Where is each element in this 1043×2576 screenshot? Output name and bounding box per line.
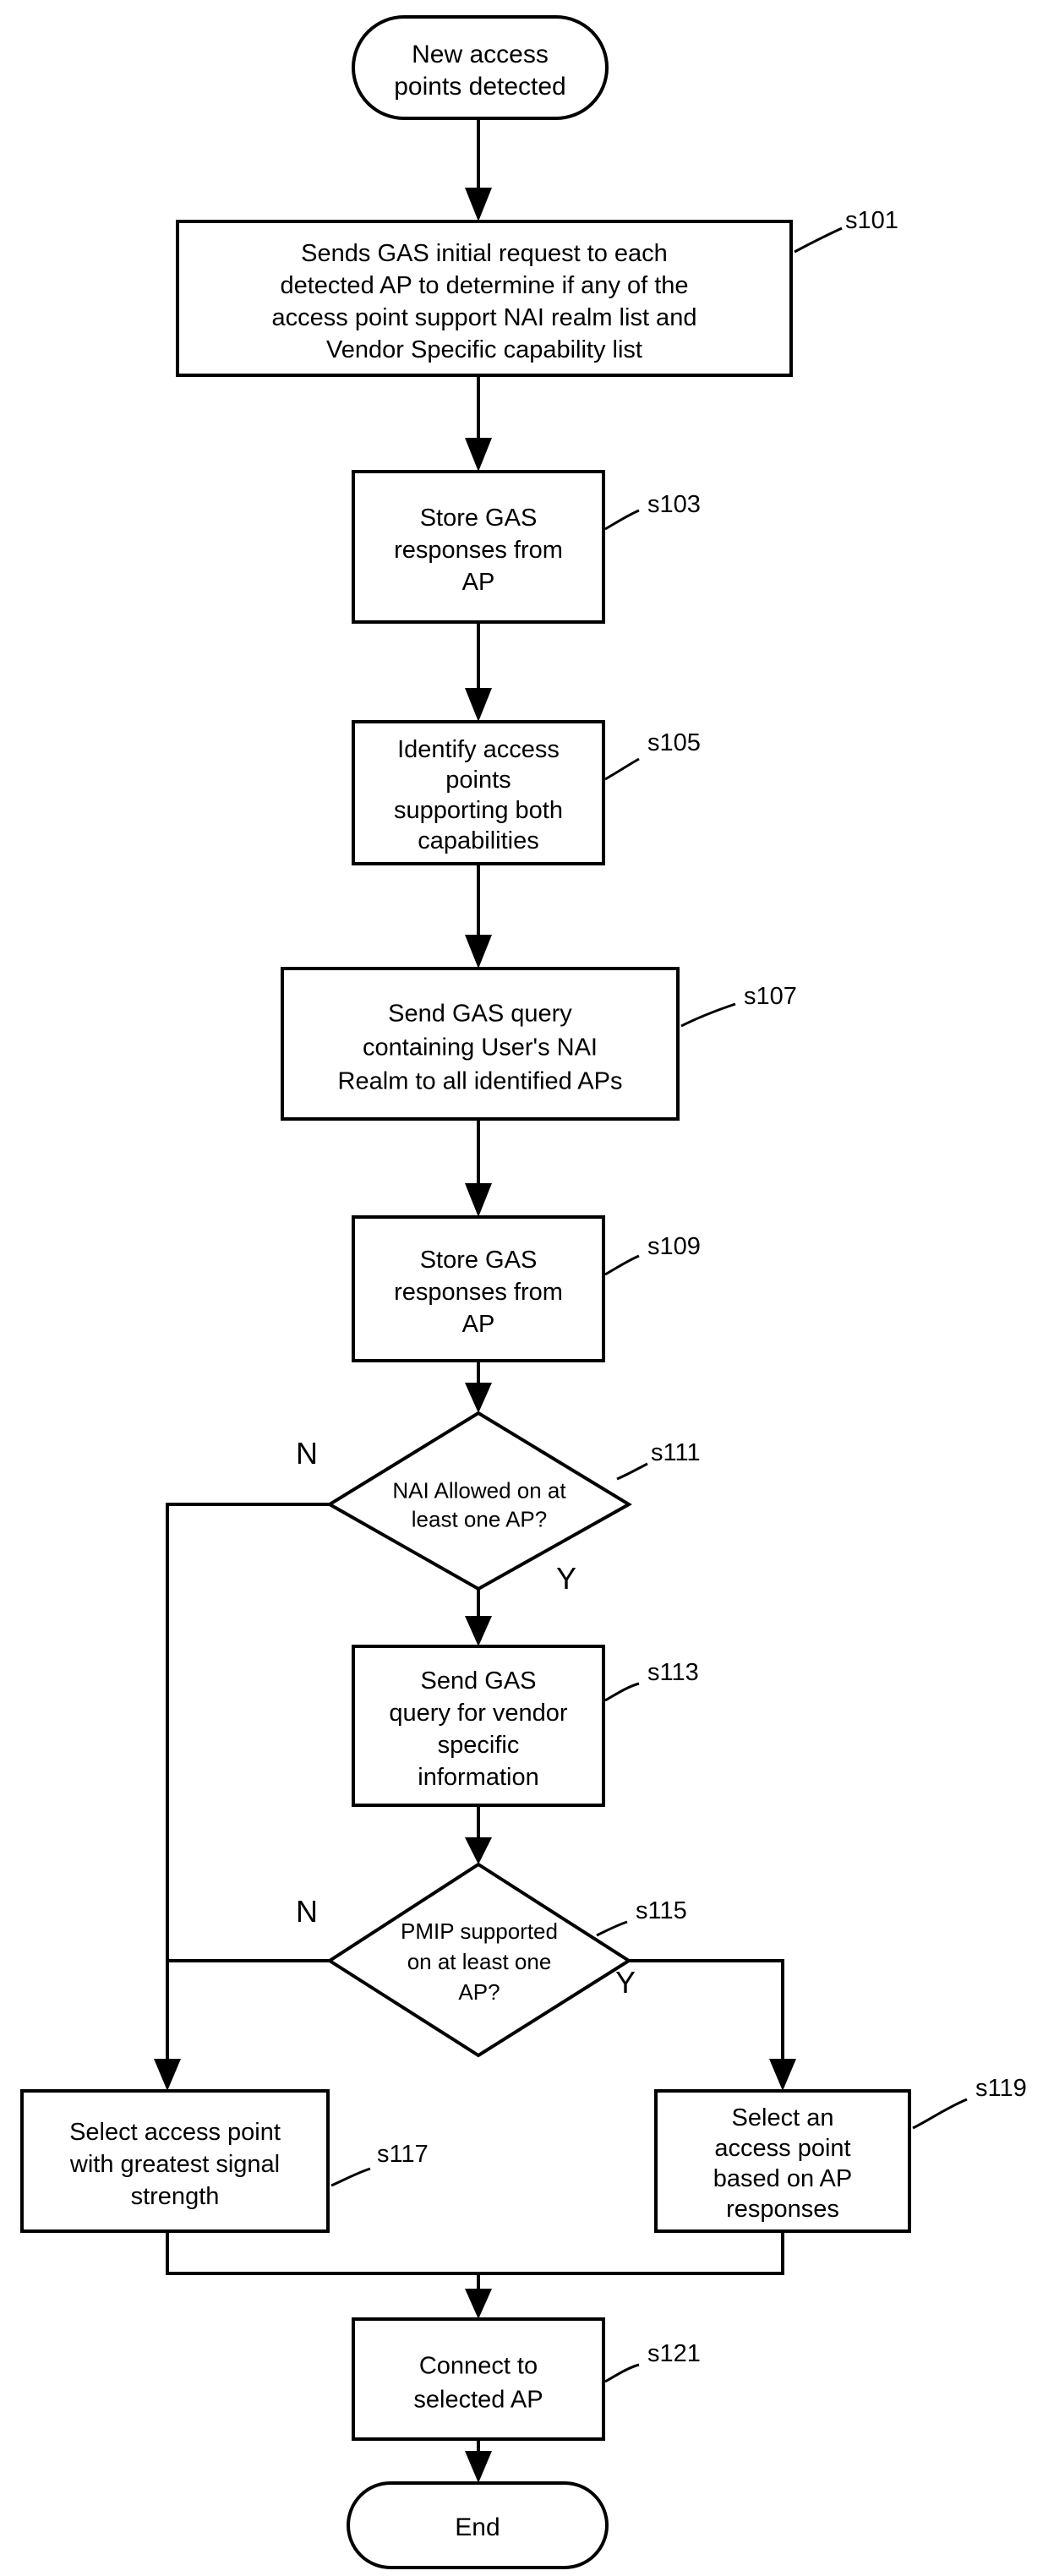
step-id-s119: s119 — [975, 2075, 1027, 2102]
node-text-line: least one AP? — [412, 1507, 547, 1532]
step-s101-box: Sends GAS initial request to each detecte… — [177, 221, 791, 375]
node-text-line: Send GAS — [420, 1667, 536, 1695]
node-text-line: supporting both — [394, 797, 563, 824]
arrowhead — [465, 688, 492, 722]
arrowhead — [465, 438, 492, 472]
leader-s121 — [605, 2365, 639, 2382]
node-text-line: containing User's NAI — [363, 1034, 598, 1062]
arrowhead — [465, 2289, 492, 2319]
leader-s115 — [597, 1922, 627, 1935]
node-text-line: on at least one — [407, 1949, 552, 1974]
step-s119-box: Select an access point based on AP response… — [656, 2091, 909, 2231]
node-text-line: information — [418, 1764, 538, 1791]
decision-s111: NAI Allowed on at least one AP? — [330, 1413, 629, 1589]
leader-s119 — [913, 2099, 967, 2128]
arrowhead — [465, 1383, 492, 1413]
step-s113-box: Send GAS query for vendor specific informat… — [353, 1646, 603, 1805]
leader-s113 — [605, 1684, 639, 1700]
node-text-line: AP — [462, 1311, 495, 1338]
node-text-line: PMIP supported — [401, 1918, 558, 1944]
step-id-s105: s105 — [647, 729, 701, 756]
node-text-line: AP — [462, 569, 495, 596]
branch-label-s115-no: N — [296, 1894, 318, 1929]
step-s107-box: Send GAS query containing User's NAI Realm… — [282, 969, 678, 1119]
branch-label-s115-yes: Y — [615, 1965, 636, 2000]
step-s109-box: Store GAS responses fromAP — [353, 1217, 603, 1361]
node-text-line: Realm to all identified APs — [338, 1068, 623, 1095]
step-id-s115: s115 — [636, 1897, 687, 1924]
node-text-line: based on AP — [713, 2165, 852, 2192]
leader-s107 — [681, 1004, 735, 1026]
step-s105-box: Identify access points supporting both capa… — [353, 722, 603, 864]
node-text-line: Store GAS — [420, 505, 538, 532]
node-text-line: responses from — [394, 1279, 563, 1306]
step-s103-box: Store GAS responses fromAP — [353, 472, 603, 622]
leader-s105 — [605, 759, 639, 779]
leader-s109 — [605, 1256, 639, 1274]
node-text-line: Connect to — [419, 2353, 538, 2380]
node-text-line: capabilities — [418, 827, 538, 854]
step-id-s117: s117 — [377, 2141, 429, 2168]
node-text-line: Select an — [732, 2104, 834, 2131]
node-text-line: query for vendor — [389, 1700, 568, 1727]
arrowhead — [465, 2451, 492, 2483]
node-text-line: detected AP to determine if any of the — [280, 272, 688, 299]
node-text: End — [455, 2513, 500, 2541]
node-text-line: points — [445, 767, 511, 794]
arrowhead — [465, 1837, 492, 1864]
leader-s111 — [617, 1464, 647, 1479]
decision-s115: PMIP supported on at least oneAP? — [330, 1864, 629, 2055]
node-text-line: selected AP — [413, 2387, 543, 2414]
node-text-line: points detected — [394, 73, 565, 101]
node-text-line: Sends GAS initial request to each — [301, 240, 668, 267]
nodes: New access points detected Sends GAS init… — [22, 17, 909, 2568]
node-text-line: specific — [438, 1732, 520, 1759]
step-id-s109: s109 — [647, 1233, 701, 1260]
step-id-s111: s111 — [651, 1439, 701, 1466]
edge-s111-no-to-s117 — [167, 1504, 330, 2059]
node-text-line: Send GAS query — [388, 1001, 572, 1028]
step-s117-box: Select access point with greatest signal s… — [22, 2091, 328, 2231]
step-id-s103: s103 — [647, 491, 701, 518]
node-text-line: responses from — [394, 537, 563, 564]
arrowhead — [769, 2059, 796, 2091]
step-id-s107: s107 — [744, 983, 797, 1010]
arrowhead — [154, 2059, 181, 2091]
node-text-line: access point — [714, 2135, 850, 2162]
node-text-line: with greatest signal — [69, 2151, 280, 2178]
node-text-line: AP? — [458, 1979, 500, 2005]
leader-s117 — [331, 2169, 370, 2186]
start-terminator: New access points detected — [353, 17, 607, 118]
arrowhead — [465, 1183, 492, 1217]
branch-label-s111-yes: Y — [556, 1561, 576, 1596]
end-terminator: End — [348, 2483, 607, 2568]
arrowhead — [465, 1616, 492, 1646]
node-text-line: Store GAS — [420, 1247, 538, 1274]
node-text-line: access point support NAI realm list and — [272, 304, 697, 331]
node-text-line: Identify access — [397, 736, 560, 763]
node-text-line: responses — [726, 2196, 839, 2223]
node-text-line: NAI Allowed on at — [392, 1478, 566, 1504]
step-id-s113: s113 — [647, 1659, 699, 1686]
branch-label-s111-no: N — [296, 1436, 318, 1471]
step-id-s101: s101 — [845, 207, 898, 234]
node-text-line: Select access point — [69, 2119, 281, 2146]
node-text-line: End — [455, 2513, 500, 2541]
edge-s115-yes-to-s119 — [629, 1961, 783, 2059]
arrowhead — [465, 935, 492, 969]
step-id-s121: s121 — [647, 2340, 701, 2367]
node-text-line: Vendor Specific capability list — [326, 336, 642, 363]
leader-s101 — [795, 228, 842, 252]
leader-s103 — [605, 510, 639, 529]
node-text-line: New access — [412, 41, 549, 68]
step-s121-box: Connect to selected AP — [353, 2319, 603, 2439]
node-text-line: strength — [131, 2183, 220, 2210]
edge-s117-merge — [167, 2231, 783, 2273]
arrowhead — [465, 188, 492, 221]
